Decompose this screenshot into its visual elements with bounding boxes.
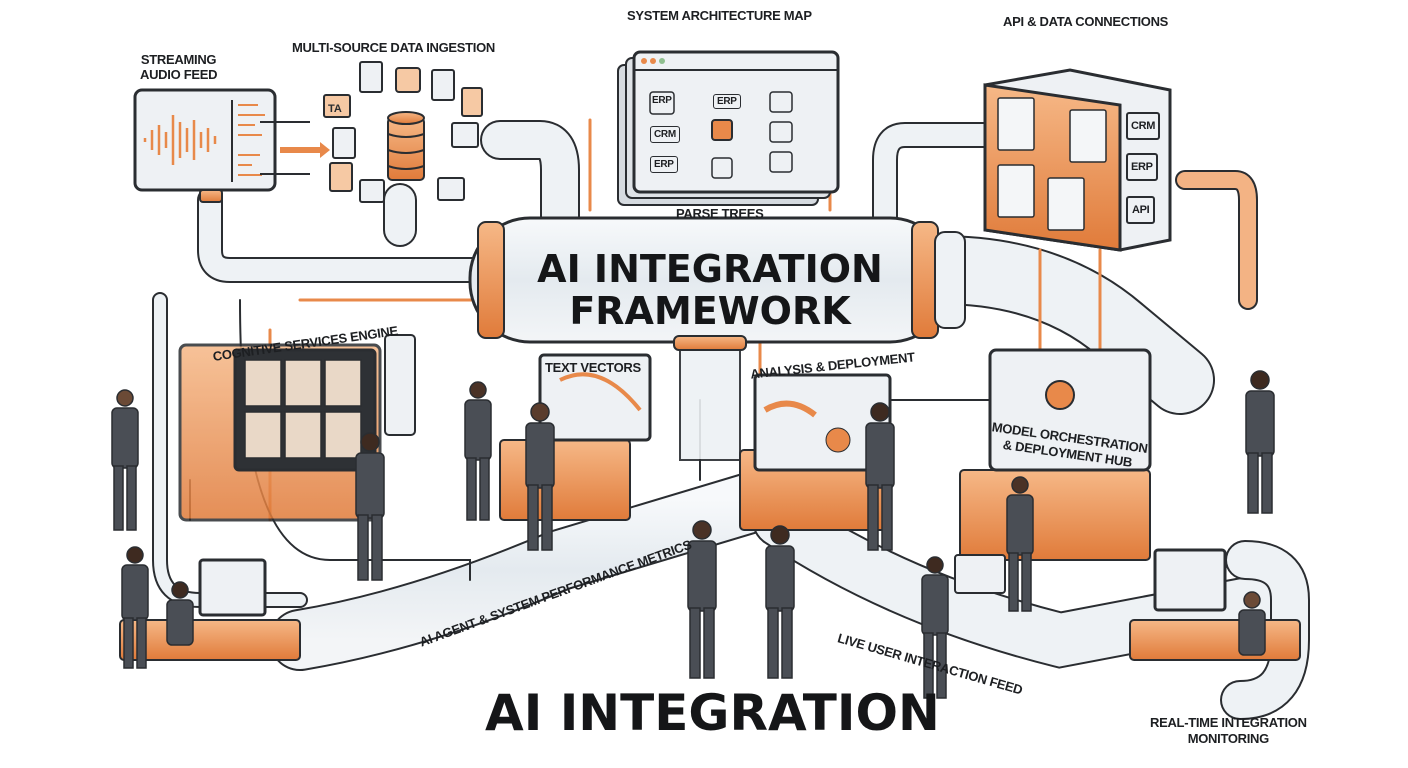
framework-title: AI INTEGRATION FRAMEWORK [480,248,940,332]
text-vectors-label: TEXT VECTORS [545,360,641,375]
framework-title-line1: AI INTEGRATION [537,247,883,291]
arch-node-erp-top: ERP [652,95,672,106]
monitoring-label-line2: MONITORING [1187,731,1270,746]
workstations [119,334,1301,661]
ingestion-label: MULTI-SOURCE DATA INGESTION [292,40,496,55]
streaming-audio-label: STREAMING AUDIO FEED [140,52,217,82]
streaming-audio-label-line1: STREAMING [140,52,217,67]
parse-trees-label: PARSE TREES [676,206,764,221]
people [111,370,1275,699]
api-connections-label: API & DATA CONNECTIONS [1003,14,1169,29]
tag-icon-text: TA [328,103,342,115]
main-framework-tube [468,216,966,461]
api-node-crm: CRM [1126,112,1161,140]
monitoring-label-line1: REAL-TIME INTEGRATION [1150,715,1307,730]
api-node-api: API [1126,196,1156,224]
audio-feed-panel [133,88,330,203]
architecture-label: SYSTEM ARCHITECTURE MAP [627,8,812,23]
api-connections-box [983,68,1172,252]
framework-title-line2: FRAMEWORK [569,289,851,333]
api-node-erp: ERP [1126,153,1158,181]
arch-node-erp-bottom: ERP [650,156,678,173]
streaming-audio-label-line2: AUDIO FEED [140,67,218,82]
arch-node-erp: ERP [713,94,741,109]
data-ingestion-cluster: TA [323,61,483,203]
arch-node-crm: CRM [650,126,680,143]
monitoring-label: REAL-TIME INTEGRATION MONITORING [1150,715,1307,747]
page-title: AI INTEGRATION [485,684,940,742]
